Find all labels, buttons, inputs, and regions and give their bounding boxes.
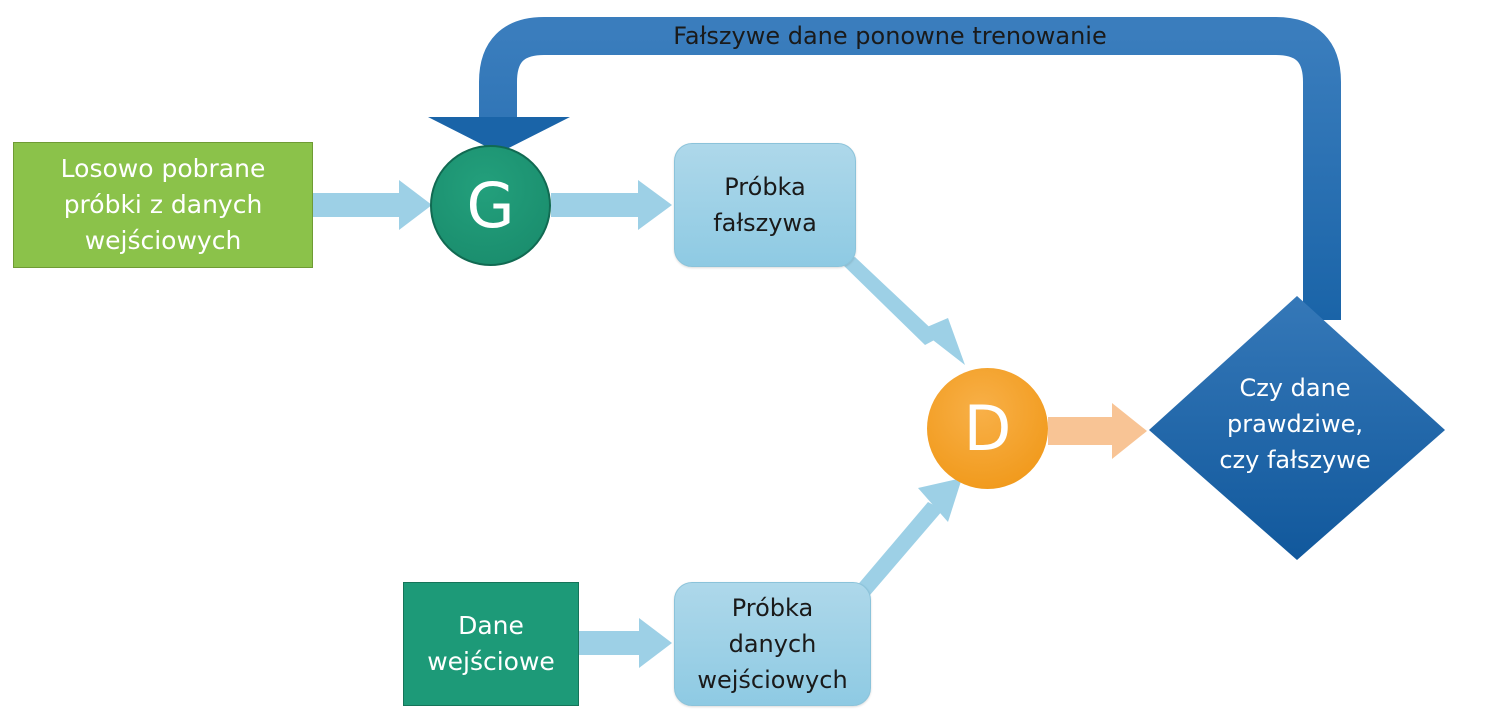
arrow-data-to-real-sample	[579, 618, 672, 668]
real-sample-line-1: Próbka	[731, 594, 814, 622]
arrow-real-sample-to-d	[855, 478, 962, 595]
arrow-g-to-fake-sample	[551, 180, 672, 230]
real-sample-line-3: wejściowych	[697, 666, 848, 694]
random-input-line-3: wejściowych	[84, 226, 242, 255]
decision-text: Czy dane prawdziwe, czy fałszywe	[1215, 370, 1375, 478]
random-input-box: Losowo pobrane próbki z danych wejściowy…	[13, 142, 313, 268]
random-input-line-2: próbki z danych	[63, 190, 263, 219]
random-input-line-1: Losowo pobrane	[60, 154, 266, 183]
decision-line-3: czy fałszywe	[1219, 446, 1371, 474]
input-data-line-1: Dane	[458, 611, 524, 640]
feedback-arrowhead	[428, 117, 570, 153]
generator-node: G	[430, 145, 551, 266]
fake-sample-line-1: Próbka	[724, 173, 806, 201]
arrow-d-to-decision	[1048, 403, 1147, 459]
decision-diamond	[1149, 296, 1445, 560]
decision-line-2: prawdziwe,	[1227, 410, 1363, 438]
feedback-label: Fałszywe dane ponowne trenowanie	[673, 22, 1107, 50]
real-sample-box: Próbka danych wejściowych	[674, 582, 871, 706]
generator-label: G	[466, 169, 515, 242]
input-data-box: Dane wejściowe	[403, 582, 579, 706]
real-sample-line-2: danych	[728, 630, 817, 658]
decision-line-1: Czy dane	[1239, 374, 1351, 402]
feedback-arrow-body	[479, 17, 1341, 320]
discriminator-node: D	[927, 368, 1048, 489]
fake-sample-box: Próbka fałszywa	[674, 143, 856, 267]
discriminator-label: D	[963, 392, 1012, 465]
fake-sample-line-2: fałszywa	[713, 209, 817, 237]
arrow-fake-sample-to-d	[840, 257, 965, 365]
arrow-input-to-g	[313, 180, 432, 230]
input-data-line-2: wejściowe	[427, 647, 555, 676]
